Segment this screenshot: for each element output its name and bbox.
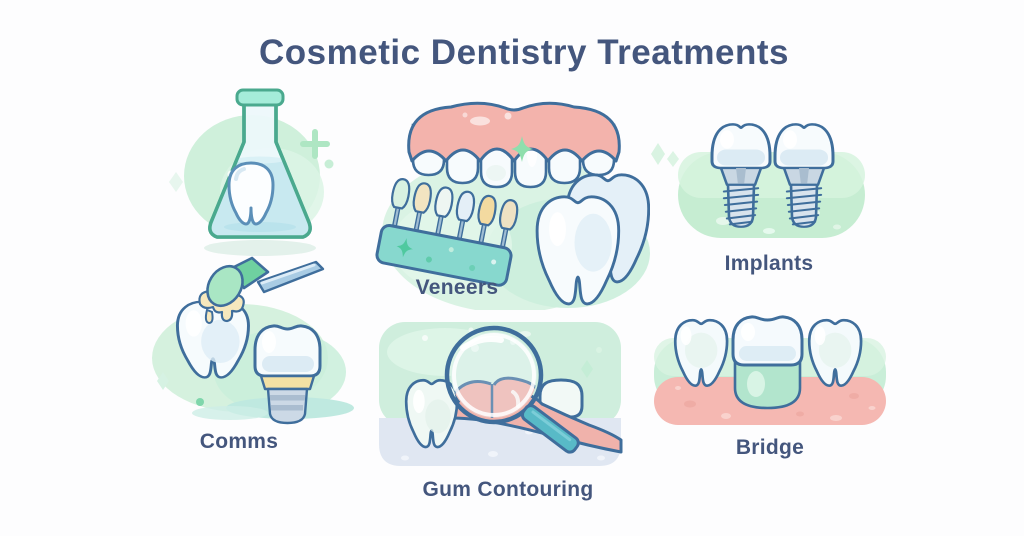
- sparkle-icons: [169, 129, 334, 192]
- sparkle-diamond-icon: [651, 143, 665, 165]
- crown-on-post-icon: [253, 324, 322, 425]
- magnifier-handle: [520, 404, 580, 454]
- implant-icon: [710, 123, 772, 228]
- veneers-label: Veneers: [415, 276, 499, 299]
- bridge-support: [733, 360, 802, 410]
- sparkle-diamond-icon: [667, 151, 679, 167]
- molar-icon: [673, 318, 729, 387]
- gums-icon: [407, 101, 621, 163]
- dental-tool-icon: [206, 256, 325, 308]
- magnifier-icon: [444, 325, 580, 454]
- sparkle-star-icon: [511, 136, 533, 162]
- tooth-in-flask-illustration: [169, 88, 334, 256]
- implants-illustration: [667, 123, 865, 238]
- crowns-label: Comms: [199, 430, 279, 453]
- gum-contouring-label: Gum Contouring: [422, 478, 594, 501]
- bridge-label: Bridge: [735, 436, 805, 459]
- crowns-illustration: [152, 256, 354, 425]
- molar-icon: [404, 378, 459, 449]
- molar-icon: [807, 318, 863, 387]
- shade-guide-icon: [375, 178, 519, 287]
- tooth-icon: [227, 161, 275, 226]
- sparkle-icons: [581, 347, 602, 378]
- gum-contouring-illustration: [379, 322, 623, 466]
- veneers-illustration: [375, 101, 650, 310]
- molar-front-icon: [535, 195, 621, 306]
- page-title: Cosmetic Dentistry Treatments: [259, 33, 789, 72]
- shadow-ellipse: [204, 240, 316, 256]
- molar-icon: [175, 300, 250, 379]
- implants-label: Implants: [724, 252, 814, 275]
- bridge-illustration: [654, 315, 886, 425]
- mint-blob: [678, 152, 865, 238]
- implant-icon: [773, 123, 835, 228]
- pontic-crown-icon: [731, 315, 804, 367]
